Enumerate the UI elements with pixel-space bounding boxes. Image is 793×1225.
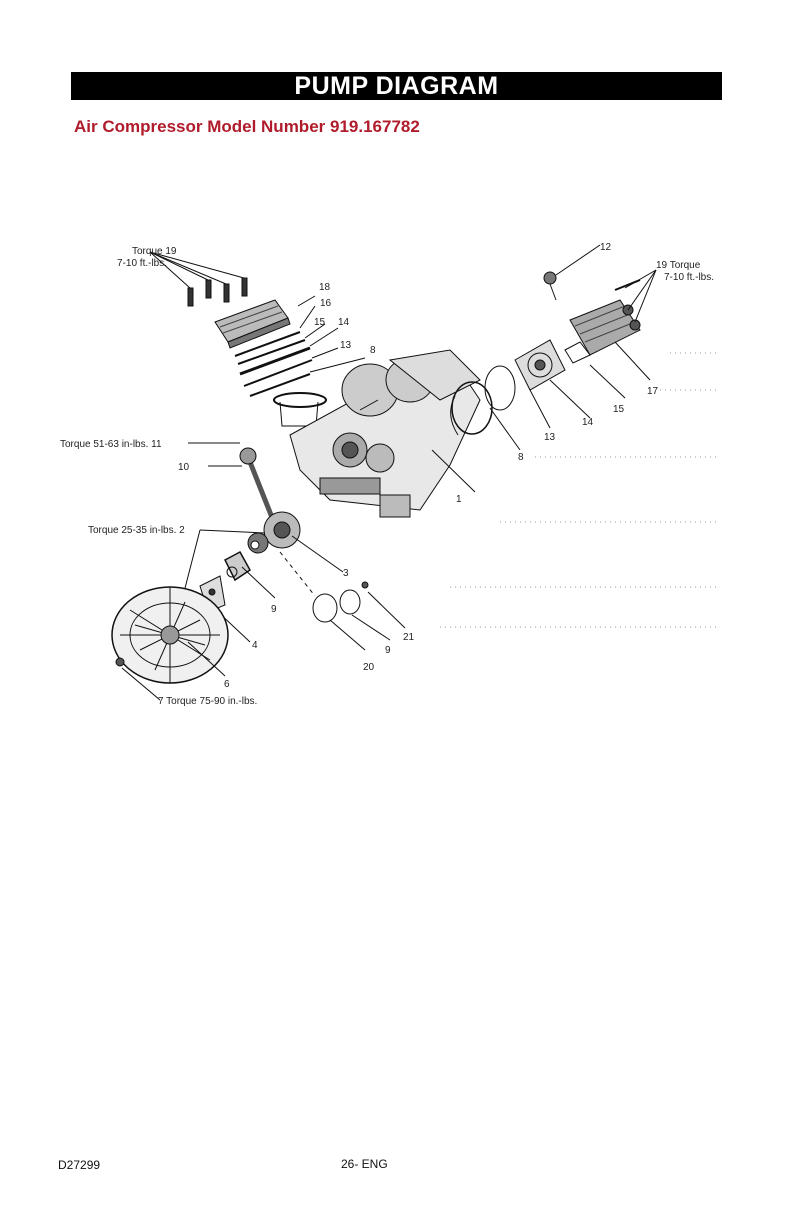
label-part-13: 13 (340, 340, 352, 351)
label-part-21: 21 (403, 632, 415, 643)
page-title: PUMP DIAGRAM (71, 72, 722, 100)
label-torque-19-right-value: 7-10 ft.-lbs. (664, 272, 714, 283)
label-part-10: 10 (178, 462, 190, 473)
model-subtitle: Air Compressor Model Number 919.167782 (74, 117, 420, 137)
label-part-9-right: 9 (385, 645, 391, 656)
label-part-14: 14 (338, 317, 350, 328)
label-part-17: 17 (647, 386, 659, 397)
fan (112, 587, 228, 700)
label-part-15: 15 (314, 317, 326, 328)
label-torque-7: 7 Torque 75-90 in.-lbs. (158, 696, 257, 707)
label-part-6: 6 (224, 679, 230, 690)
pump-exploded-diagram: Torque 19 7-10 ft.-lbs. 18 16 15 14 13 8… (60, 230, 730, 710)
label-part-8-top: 8 (370, 345, 376, 356)
label-part-1: 1 (456, 494, 462, 505)
label-part-15-right: 15 (613, 404, 625, 415)
right-cylinder-assembly (451, 245, 656, 450)
document-number: D27299 (58, 1158, 100, 1172)
label-part-13-right: 13 (544, 432, 556, 443)
crankcase-motor (290, 350, 480, 517)
label-torque-11: Torque 51-63 in-lbs. 11 (60, 439, 162, 450)
gaskets-lower (280, 552, 405, 650)
label-torque-19-left-value: 7-10 ft.-lbs. (117, 258, 167, 269)
page-number: 26- ENG (341, 1157, 388, 1171)
label-part-9-left: 9 (271, 604, 277, 615)
label-part-3: 3 (343, 568, 349, 579)
label-torque-19-right: 19 Torque (656, 260, 701, 271)
dotted-leaders (440, 353, 720, 627)
label-torque-19-left: Torque 19 (132, 246, 177, 257)
label-part-12: 12 (600, 242, 612, 253)
label-part-4: 4 (252, 640, 258, 651)
label-part-16: 16 (320, 298, 332, 309)
label-torque-2: Torque 25-35 in-lbs. 2 (88, 525, 185, 536)
label-part-18: 18 (319, 282, 331, 293)
label-part-8-right: 8 (518, 452, 524, 463)
label-part-20: 20 (363, 662, 375, 673)
label-part-14-right: 14 (582, 417, 594, 428)
